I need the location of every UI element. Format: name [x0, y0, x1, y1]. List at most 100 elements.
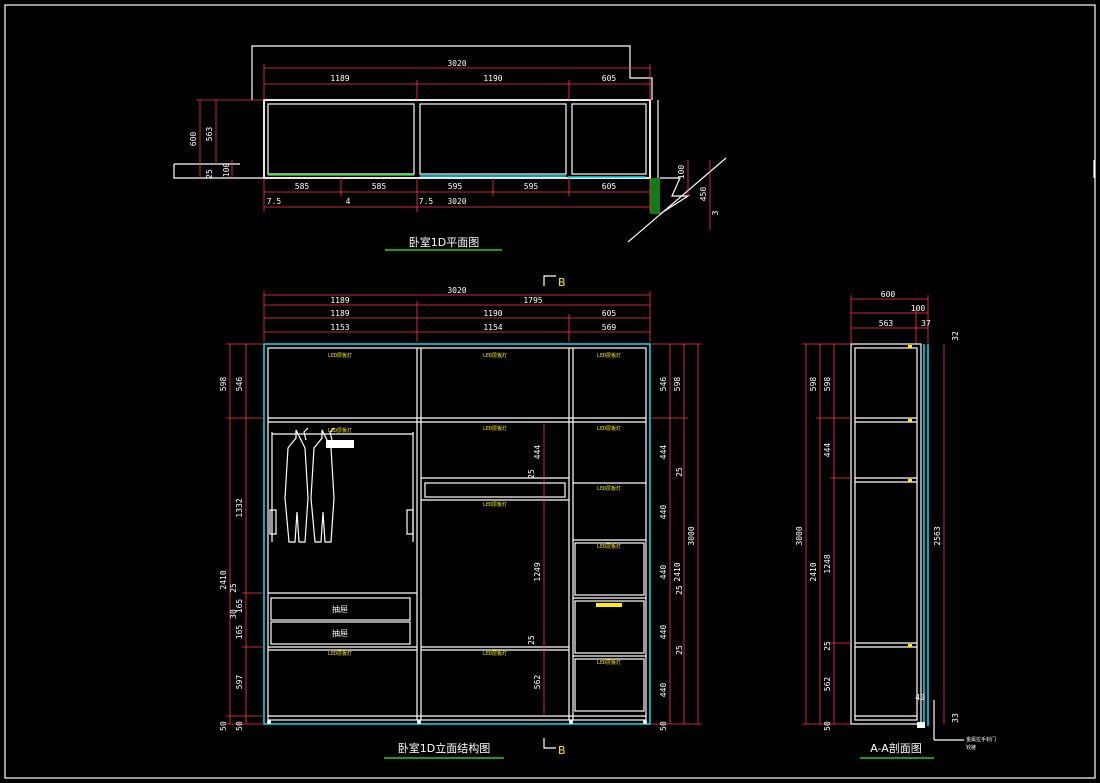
plan-bottom-seg-label: 605: [602, 182, 617, 191]
led-label: LED层板灯: [597, 352, 621, 359]
elev-foot: [569, 720, 573, 724]
elev-top-row4-label: 1154: [483, 323, 502, 332]
elev-left-outer-label: 598: [219, 377, 228, 392]
led-label: LED层板灯: [328, 650, 352, 657]
sec-light: [908, 419, 912, 422]
section-mark-top-label: B: [558, 276, 566, 289]
led-label: LED层板灯: [328, 427, 352, 434]
drawer-label: 抽屉: [332, 628, 348, 638]
sec-right-label: 33: [951, 713, 960, 723]
section-mark-bottom-label: B: [558, 744, 566, 757]
elev-left-inner-label: 30: [229, 609, 238, 619]
elev-cabinet-frame: [263, 343, 651, 725]
elev-foot: [267, 720, 271, 724]
sec-note: 铰链: [966, 744, 976, 751]
plan-bay-2: [419, 103, 567, 175]
plan-left-dim-label: 563: [205, 127, 214, 142]
section-mark-bottom: [543, 738, 556, 749]
elev-mid-label: 25: [527, 635, 536, 645]
section-title: A-A剖面图: [870, 741, 922, 755]
sec-top-label: 37: [921, 319, 931, 328]
plan-bottom-seg-label: 595: [524, 182, 539, 191]
elev-label-box: [326, 440, 354, 448]
elev-foot: [643, 720, 647, 724]
elev-right-inner-label: 546: [659, 377, 668, 392]
drawer-label: 抽屉: [332, 604, 348, 614]
elev-left-inner-label: 1332: [235, 498, 244, 517]
plan-break-line: [659, 177, 691, 215]
plan-wall-outline: [251, 45, 653, 100]
elev-cabinet-inner: [267, 347, 647, 721]
plan-top-seg-label: 605: [602, 74, 617, 83]
sec-right-label: 40: [915, 693, 925, 702]
plan-wall-hatch: [650, 178, 660, 214]
plan-left-dim-label: 25: [205, 169, 214, 179]
elev-right-outer-label: 2410: [673, 562, 682, 581]
elevation-title: 卧室1D立面结构图: [398, 741, 490, 755]
plan-left-dim-label: 600: [189, 132, 198, 147]
sec-top-label: 563: [879, 319, 894, 328]
sec-left-inner-label: 444: [823, 443, 832, 458]
elev-mid-label: 562: [533, 675, 542, 690]
sec-light: [908, 479, 912, 482]
elev-top-row2-label: 1189: [330, 296, 349, 305]
elev-right-drawer: [574, 658, 645, 712]
sec-left-inner-label: 1248: [823, 554, 832, 573]
elev-right-outer-label: 598: [673, 377, 682, 392]
elev-mid-label: 25: [527, 469, 536, 479]
elev-top-row3-label: 605: [602, 309, 617, 318]
plan-bottom-small-label: 7.5: [267, 197, 282, 206]
plan-bay-3: [571, 103, 647, 175]
elev-handle: [596, 603, 622, 607]
elev-left-inner-label: 50: [235, 721, 244, 731]
elev-top-overall-label: 3020: [447, 286, 466, 295]
led-label: LED层板灯: [597, 485, 621, 492]
sec-body-inner: [854, 347, 918, 721]
plan-bay-1: [267, 103, 415, 175]
plan-view: 3020 1189 1190 605 585 585 595 595 605 7…: [173, 45, 727, 251]
elev-top-row3-label: 1190: [483, 309, 502, 318]
led-label: LED层板灯: [483, 650, 507, 657]
sec-left-inner-label: 25: [823, 641, 832, 651]
elev-top-row2-label: 1795: [523, 296, 542, 305]
plan-left-wall: [173, 164, 264, 179]
elev-right-inner-label: 440: [659, 625, 668, 640]
elevation-view: B B 3020 1189 1795 1189 1190 605 1153 11…: [219, 275, 702, 759]
led-label: LED层板灯: [483, 425, 507, 432]
elev-left-inner-label: 165: [235, 599, 244, 614]
elev-mid-label: 444: [533, 445, 542, 460]
plan-right-dim-label: 3: [711, 210, 720, 215]
elev-right-inner-label: 25: [675, 645, 684, 655]
elev-foot: [417, 720, 421, 724]
led-label: LED层板灯: [483, 501, 507, 508]
sec-top-label: 600: [881, 290, 896, 299]
section-view: 600 100 563 37 32 3000 598 2410 598: [795, 290, 996, 759]
sec-light: [908, 345, 912, 348]
elev-lift-arm-right: [406, 509, 414, 535]
sec-light: [908, 644, 912, 647]
elev-right-drawer: [574, 600, 645, 654]
elev-right-outer-label: 3000: [687, 526, 696, 545]
elev-right-inner-label: 25: [675, 585, 684, 595]
elev-right-drawer: [574, 542, 645, 596]
plan-top-seg-label: 1190: [483, 74, 502, 83]
elev-mid-rod-box: [424, 482, 566, 498]
sec-left-mid-label: 2410: [809, 562, 818, 581]
sec-left-mid-label: 598: [809, 377, 818, 392]
sec-body: [850, 343, 922, 725]
elev-left-outer-label: 2410: [219, 570, 228, 589]
sec-left-inner-label: 50: [823, 721, 832, 731]
elev-right-inner-label: 440: [659, 505, 668, 520]
elev-lift-arm-left: [269, 509, 277, 535]
led-label: LED层板灯: [597, 425, 621, 432]
elev-right-inner-label: 444: [659, 445, 668, 460]
sec-foot: [917, 722, 925, 728]
sec-note: 金属拉手封门: [966, 736, 996, 743]
plan-left-dim-label: 100: [222, 163, 231, 178]
elev-left-inner-label: 546: [235, 377, 244, 392]
plan-top-overall-label: 3020: [447, 59, 466, 68]
sec-left-inner-label: 562: [823, 677, 832, 692]
plan-bottom-small-label: 7.5: [419, 197, 434, 206]
elev-left-outer-label: 50: [219, 721, 228, 731]
